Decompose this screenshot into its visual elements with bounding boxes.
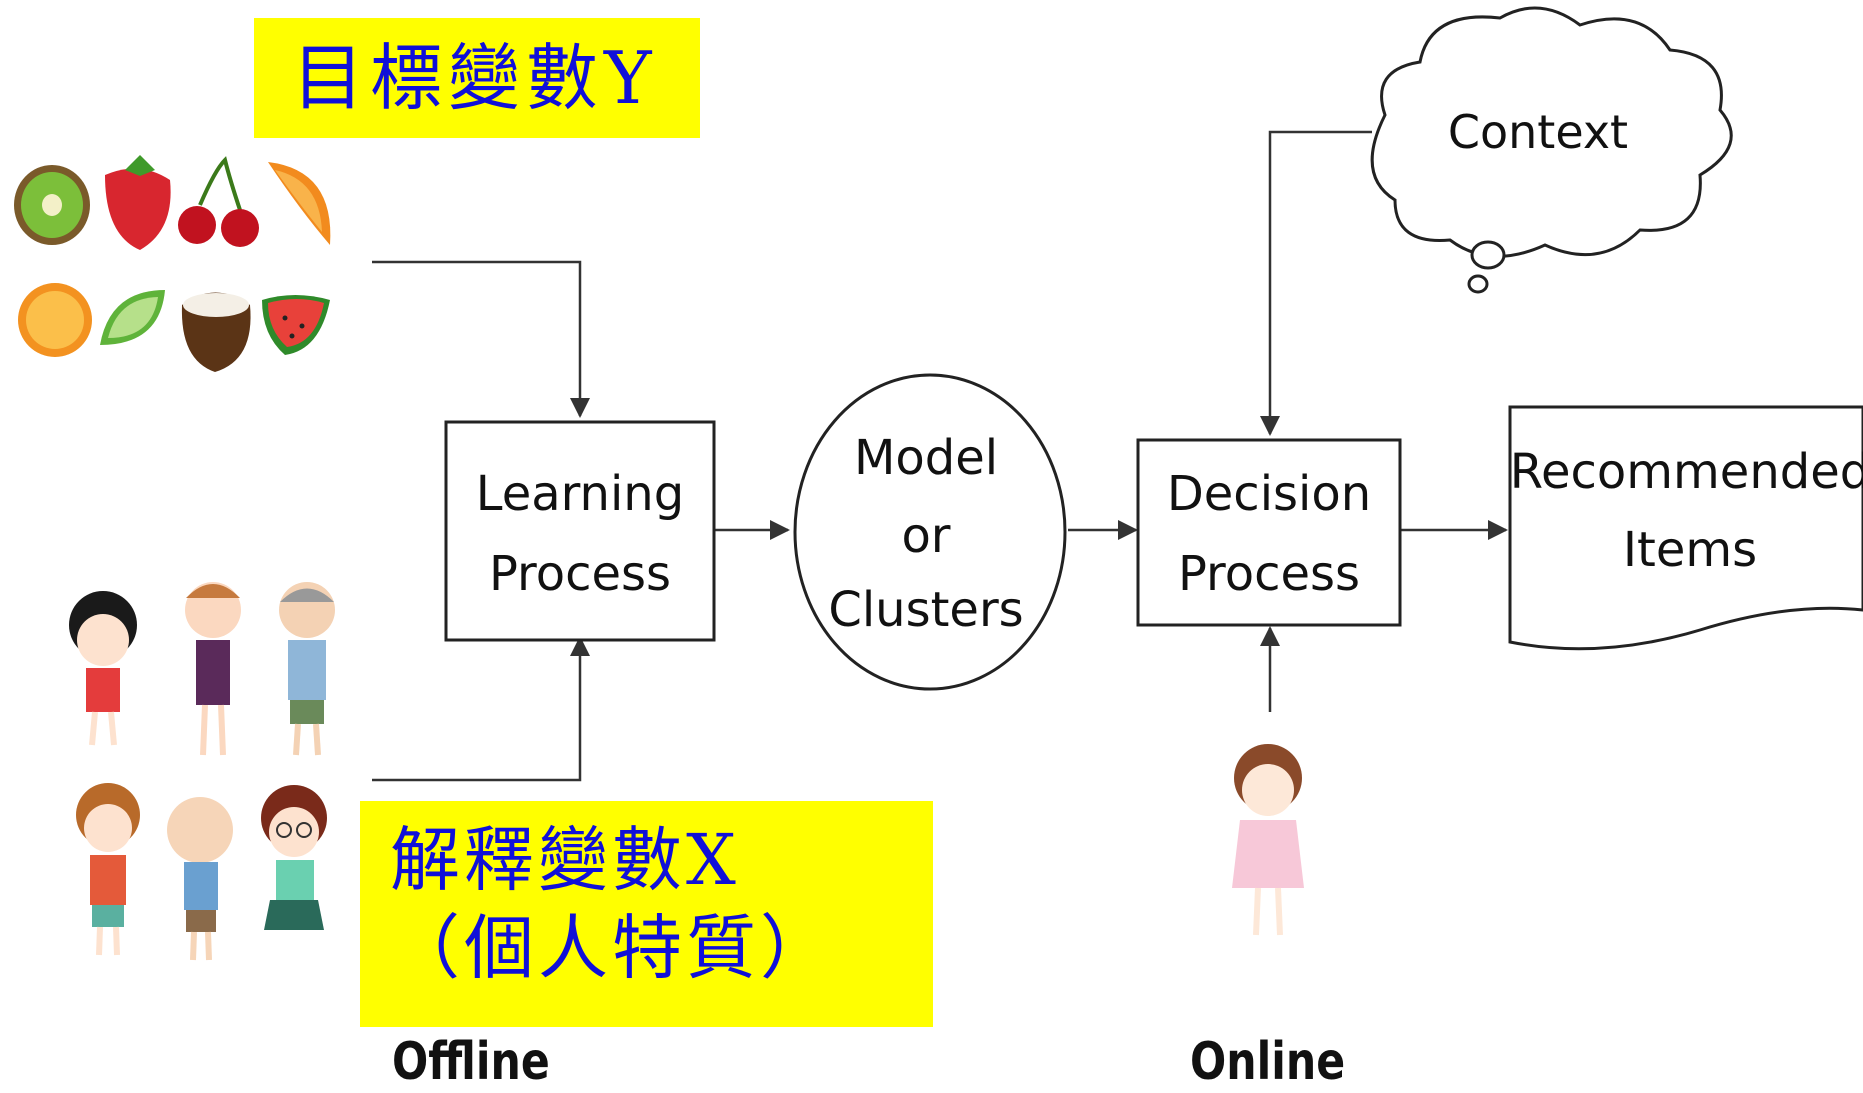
online-user-icon xyxy=(1232,744,1304,936)
connectors xyxy=(372,130,1508,782)
coconut-icon xyxy=(181,292,251,372)
watermelon-icon xyxy=(262,295,330,355)
explanatory-variable-line1: 解釋變數X xyxy=(390,819,740,901)
recommended-items-line2: Items xyxy=(1623,522,1757,578)
context-label: Context xyxy=(1448,105,1628,159)
model-node: Model or Clusters xyxy=(793,373,1067,691)
context-node: Context xyxy=(1370,6,1733,294)
kiwi-icon xyxy=(14,165,90,245)
learning-process-node: Learning Process xyxy=(444,420,716,642)
model-line3: Clusters xyxy=(828,582,1023,638)
glasses-girl-icon xyxy=(261,785,327,930)
fruit-icons xyxy=(14,155,331,372)
model-line1: Model xyxy=(854,430,998,486)
people-icons xyxy=(69,582,335,961)
target-variable-label: 目標變數Y xyxy=(254,18,700,138)
model-line2: or xyxy=(901,508,950,564)
boy-icon xyxy=(185,582,241,756)
explanatory-variable-label: 解釋變數X （個人特質） xyxy=(360,801,933,1027)
online-label: Online xyxy=(1190,1032,1346,1092)
people-to-learning-arrow xyxy=(372,636,590,782)
strawberry-icon xyxy=(105,155,171,250)
explanatory-variable-line2: （個人特質） xyxy=(390,906,834,989)
decision-process-line1: Decision xyxy=(1167,466,1371,522)
learning-process-line1: Learning xyxy=(476,466,684,522)
learning-process-line2: Process xyxy=(489,546,671,602)
fruits-to-learning-arrow xyxy=(372,260,590,418)
grandpa-icon xyxy=(279,582,335,756)
decision-process-node: Decision Process xyxy=(1136,438,1402,627)
cherry-icon xyxy=(178,156,259,247)
orange-icon xyxy=(18,283,92,357)
decision-process-line2: Process xyxy=(1178,546,1360,602)
offline-label: Offline xyxy=(392,1032,550,1092)
bald-kid-icon xyxy=(167,797,233,961)
girl-icon xyxy=(69,591,137,746)
recommended-items-node: Recommended Items xyxy=(1508,405,1863,651)
kid-icon xyxy=(76,783,140,956)
orange-slice-icon xyxy=(268,162,331,245)
recommended-items-line1: Recommended xyxy=(1510,444,1863,500)
lime-icon xyxy=(100,290,165,345)
context-to-decision-arrow xyxy=(1260,130,1372,436)
